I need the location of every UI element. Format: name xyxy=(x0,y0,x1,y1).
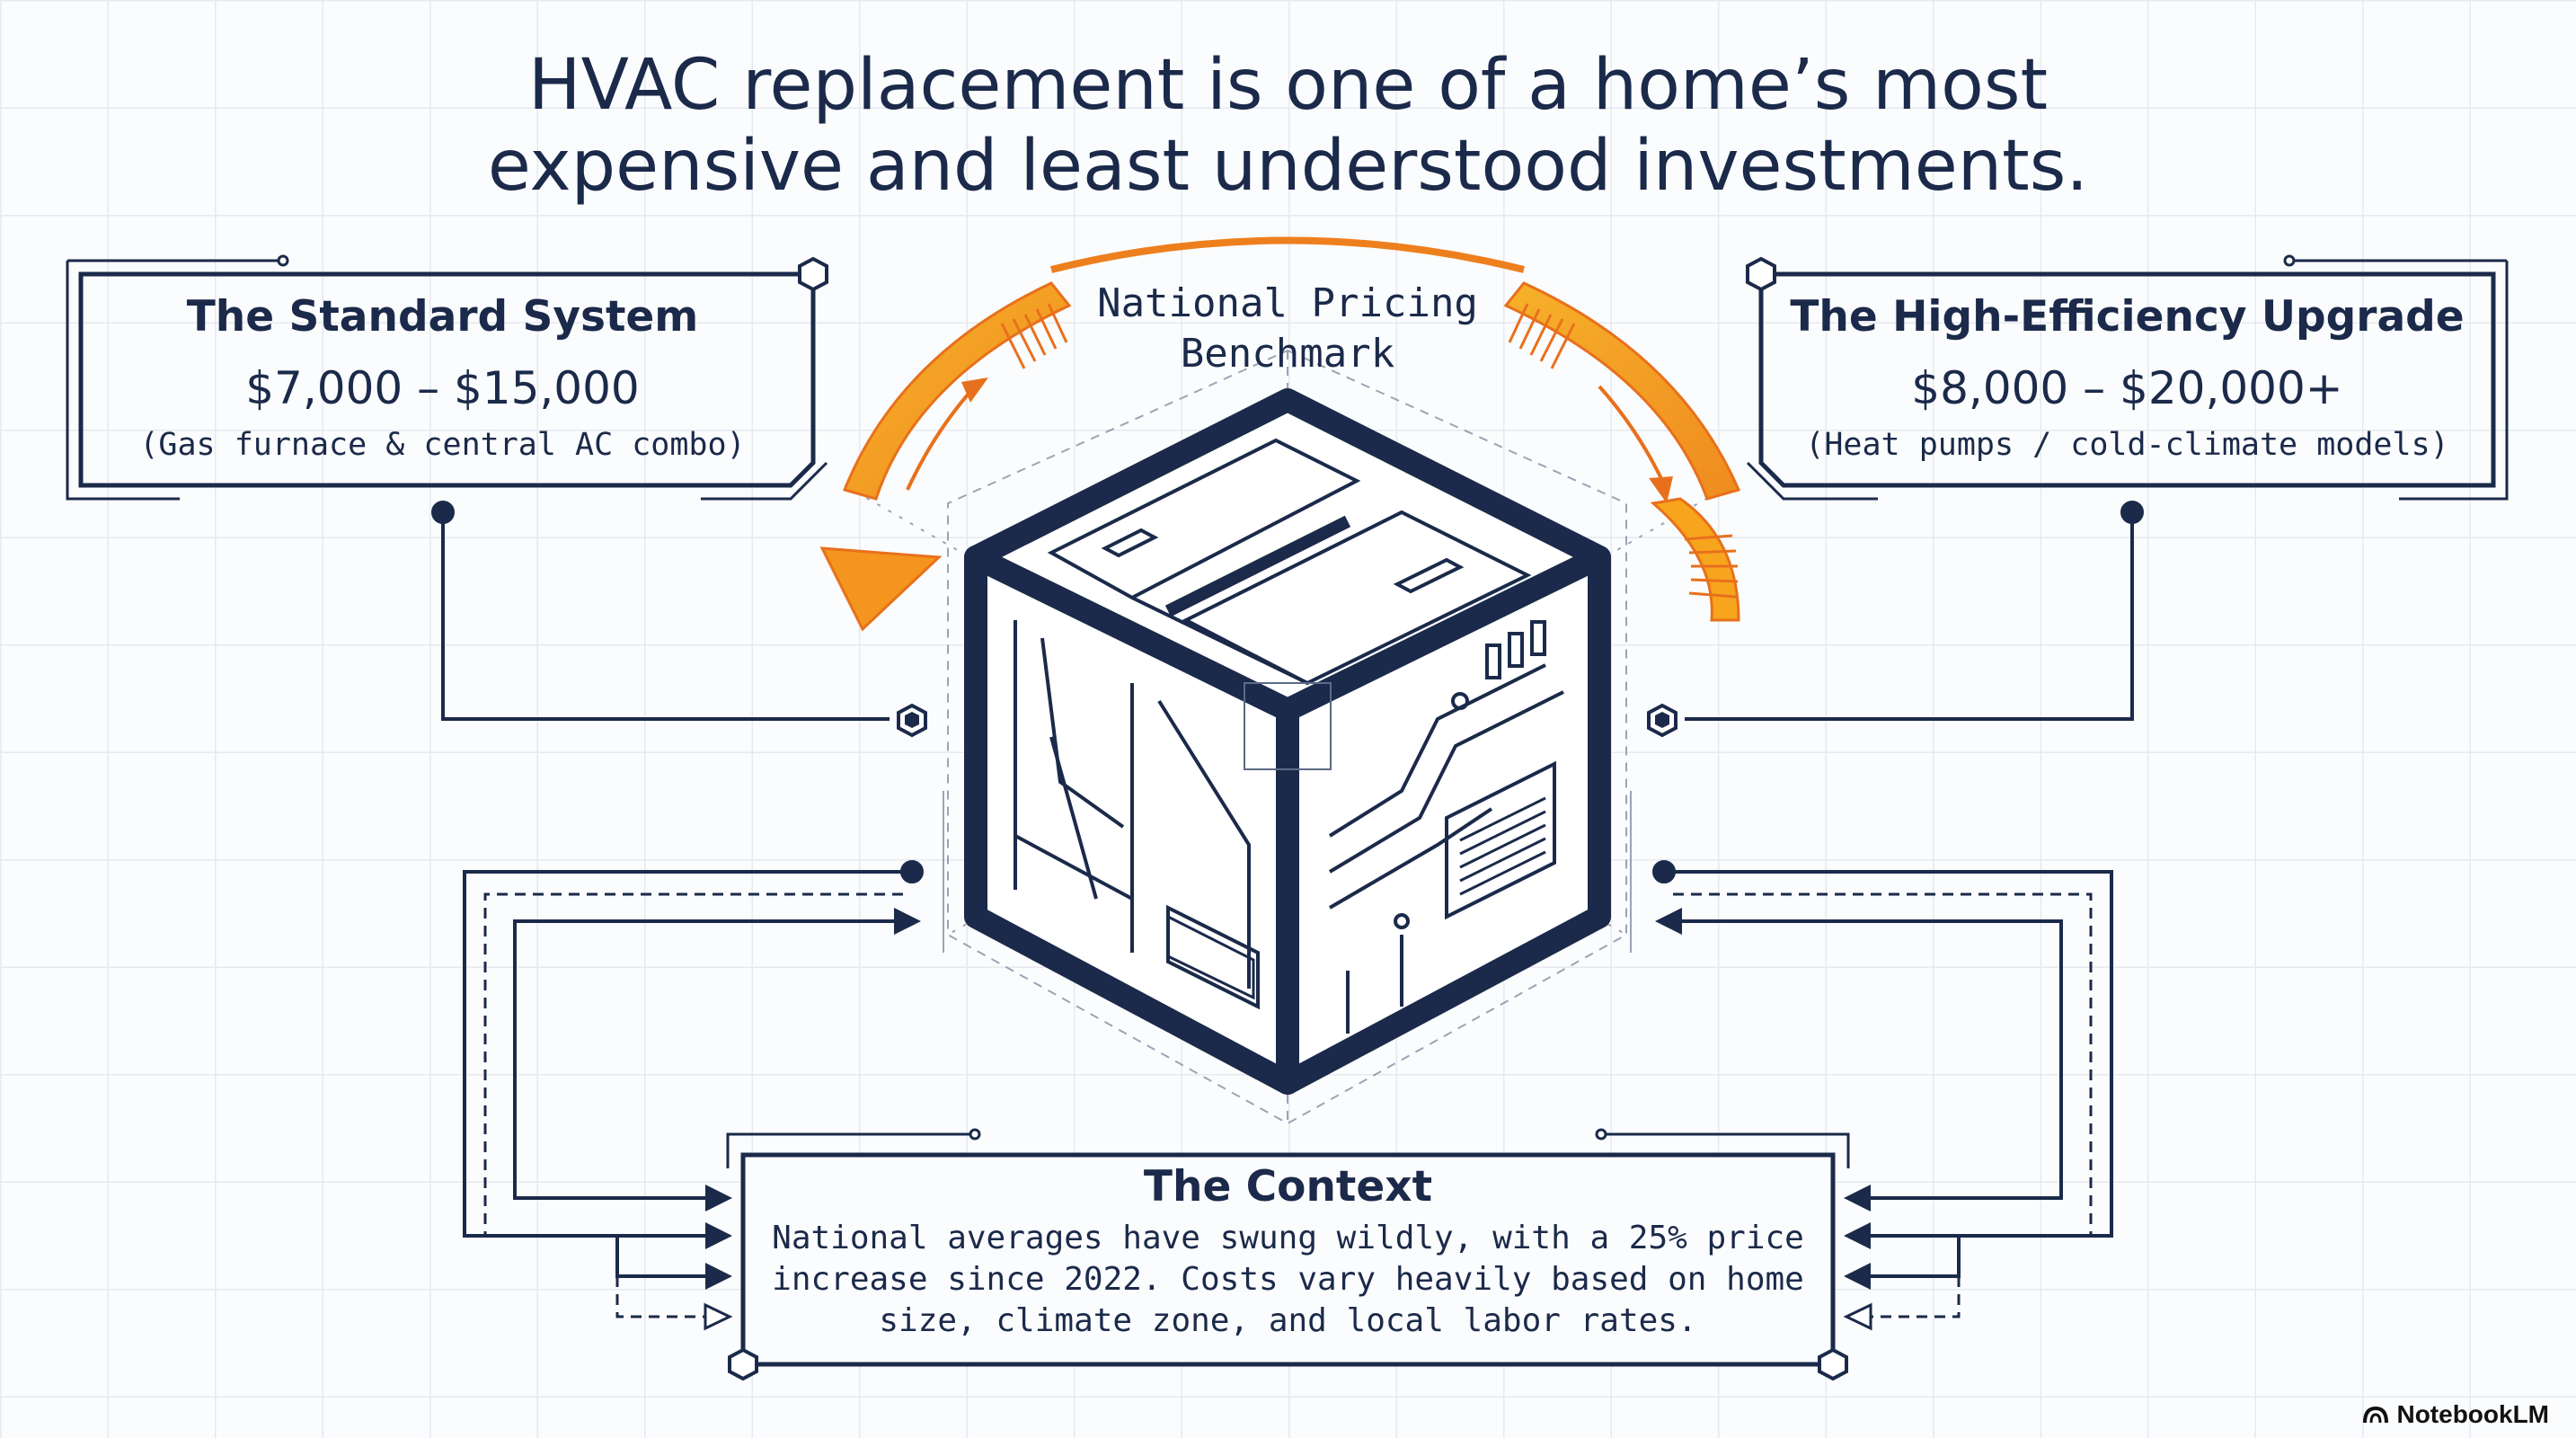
context-line-1: National averages have swung wildly, wit… xyxy=(772,1220,1804,1256)
benchmark-line-2: Benchmark xyxy=(1180,331,1395,377)
brand-label: NotebookLM xyxy=(2396,1400,2549,1428)
upgrade-note: (Heat pumps / cold-climate models) xyxy=(1805,427,2449,463)
upgrade-connector xyxy=(1647,501,2144,738)
context-line-2: increase since 2022. Costs vary heavily … xyxy=(772,1261,1804,1298)
title-line-1: HVAC replacement is one of a home’s most xyxy=(527,45,2049,126)
standard-heading: The Standard System xyxy=(186,292,699,342)
context-right-connectors xyxy=(1652,860,2113,1331)
hvac-unit-cube-icon xyxy=(964,388,1611,1095)
benchmark-arc-arrow-icon xyxy=(819,236,1741,632)
context-line-3: size, climate zone, and local labor rate… xyxy=(879,1302,1697,1339)
standard-card-frame xyxy=(66,254,828,501)
standard-price: $7,000 – $15,000 xyxy=(245,362,640,414)
benchmark-label: National Pricing Benchmark xyxy=(1018,279,1557,379)
notebooklm-brand: NotebookLM xyxy=(2362,1400,2549,1429)
notebooklm-logo-icon xyxy=(2363,1406,2389,1424)
standard-connector xyxy=(431,501,927,738)
context-left-connectors xyxy=(463,860,924,1331)
context-heading: The Context xyxy=(1143,1162,1433,1212)
upgrade-price: $8,000 – $20,000+ xyxy=(1911,362,2343,414)
upgrade-heading: The High-Efficiency Upgrade xyxy=(1790,292,2465,342)
page-title: HVAC replacement is one of a home’s most… xyxy=(0,45,2576,207)
standard-note: (Gas furnace & central AC combo) xyxy=(139,427,746,463)
construction-lines xyxy=(844,349,1731,1125)
benchmark-line-1: National Pricing xyxy=(1097,280,1478,326)
context-body: National averages have swung wildly, wit… xyxy=(743,1218,1833,1342)
upgrade-card-frame xyxy=(1746,254,2509,501)
title-line-2: expensive and least understood investmen… xyxy=(487,126,2089,207)
context-box-frame xyxy=(726,1128,1850,1381)
